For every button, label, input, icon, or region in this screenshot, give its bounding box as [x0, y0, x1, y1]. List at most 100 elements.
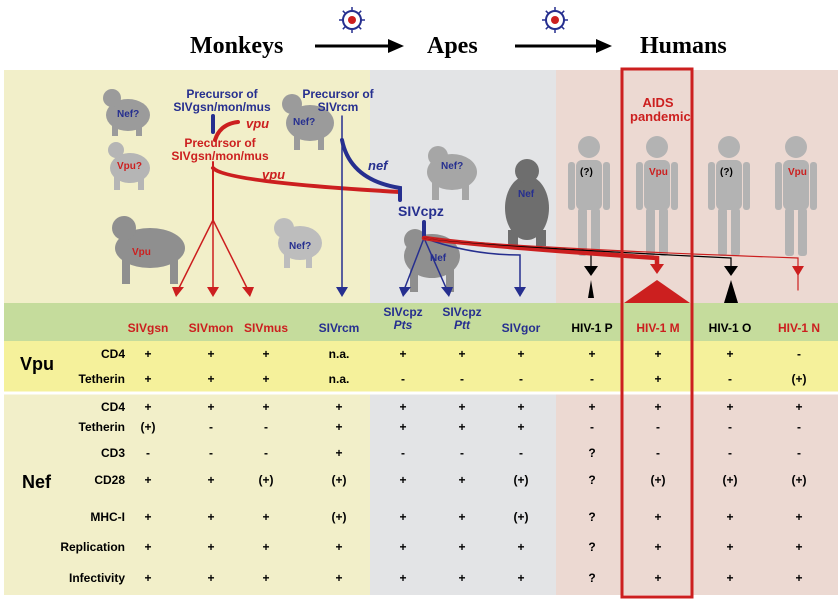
table-cell: -: [181, 421, 241, 433]
virus-icon: [339, 7, 365, 33]
table-cell: -: [432, 373, 492, 385]
monkey-vpu-label: Vpu?: [117, 162, 142, 172]
precursor-gsn-blue-label: Precursor of SIVgsn/mon/mus: [172, 88, 272, 113]
table-cell: -: [373, 447, 433, 459]
monkey-nef-label: Nef?: [289, 242, 311, 252]
table-cell: ?: [562, 541, 622, 553]
table-cell: +: [432, 511, 492, 523]
table-cell: -: [118, 447, 178, 459]
column-header-line1: SIVgsn: [128, 321, 169, 335]
table-cell: +: [181, 348, 241, 360]
table-cell: +: [628, 511, 688, 523]
table-cell: -: [236, 447, 296, 459]
table-cell: -: [628, 447, 688, 459]
table-cell: +: [373, 474, 433, 486]
table-cell: +: [491, 572, 551, 584]
chimp-nef-label: Nef: [430, 254, 446, 264]
table-cell: +: [432, 572, 492, 584]
column-header-line1: SIVgor: [502, 321, 541, 335]
table-cell: -: [700, 447, 760, 459]
table-cell: +: [432, 401, 492, 413]
table-cell: +: [769, 572, 829, 584]
table-cell: +: [562, 401, 622, 413]
header-humans: Humans: [640, 34, 727, 58]
table-cell: (+): [118, 421, 178, 433]
column-header-line1: SIVmus: [244, 321, 288, 335]
table-cell: +: [628, 572, 688, 584]
table-cell: +: [118, 541, 178, 553]
table-cell: +: [181, 541, 241, 553]
row-label: Tetherin: [5, 373, 125, 385]
table-cell: +: [309, 541, 369, 553]
table-cell: -: [181, 447, 241, 459]
table-cell: +: [373, 348, 433, 360]
table-cell: -: [562, 421, 622, 433]
aids-pandemic-label: AIDS pandemic: [630, 96, 686, 125]
human-label: (?): [720, 168, 733, 178]
monkey-nef-label: Nef?: [293, 118, 315, 128]
table-cell: +: [769, 401, 829, 413]
human-vpu-label: Vpu: [788, 168, 807, 178]
table-cell: +: [373, 421, 433, 433]
column-header: HIV-1 M: [618, 322, 698, 335]
table-cell: +: [309, 447, 369, 459]
table-cell: +: [628, 541, 688, 553]
table-cell: (+): [700, 474, 760, 486]
virus-icon: [542, 7, 568, 33]
human-label: (?): [580, 168, 593, 178]
table-cell: +: [628, 401, 688, 413]
table-cell: +: [118, 474, 178, 486]
table-cell: +: [432, 474, 492, 486]
table-cell: +: [491, 401, 551, 413]
table-cell: +: [181, 373, 241, 385]
table-cell: +: [309, 572, 369, 584]
table-cell: -: [700, 421, 760, 433]
nef-group-label: Nef: [22, 473, 51, 491]
column-header: HIV-1 N: [759, 322, 838, 335]
table-cell: (+): [491, 474, 551, 486]
precursor-gsn-red-label: Precursor of SIVgsn/mon/mus: [168, 137, 272, 162]
column-header-line1: HIV-1 M: [636, 321, 679, 335]
table-cell: (+): [491, 511, 551, 523]
table-cell: +: [628, 348, 688, 360]
table-cell: +: [181, 511, 241, 523]
table-cell: +: [700, 572, 760, 584]
table-cell: +: [309, 401, 369, 413]
table-cell: +: [432, 348, 492, 360]
table-cell: +: [236, 572, 296, 584]
table-cell: n.a.: [309, 373, 369, 385]
table-cell: ?: [562, 511, 622, 523]
human-vpu-label: Vpu: [649, 168, 668, 178]
table-cell: +: [373, 401, 433, 413]
table-cell: +: [236, 541, 296, 553]
row-label: CD3: [5, 447, 125, 459]
table-cell: +: [491, 348, 551, 360]
table-cell: +: [373, 572, 433, 584]
table-cell: +: [373, 541, 433, 553]
column-header-line1: SIVrcm: [319, 321, 360, 335]
table-cell: -: [491, 447, 551, 459]
row-label: CD4: [5, 401, 125, 413]
table-cell: -: [628, 421, 688, 433]
table-cell: +: [236, 401, 296, 413]
table-cell: ?: [562, 572, 622, 584]
table-cell: -: [432, 447, 492, 459]
table-cell: n.a.: [309, 348, 369, 360]
vpu-gene-label: vpu: [262, 168, 285, 181]
table-cell: -: [700, 373, 760, 385]
table-cell: +: [432, 421, 492, 433]
table-cell: +: [236, 511, 296, 523]
table-cell: -: [769, 421, 829, 433]
table-cell: -: [769, 447, 829, 459]
table-cell: +: [373, 511, 433, 523]
table-cell: -: [236, 421, 296, 433]
table-cell: +: [769, 511, 829, 523]
row-label: Infectivity: [5, 572, 125, 584]
table-cell: +: [562, 348, 622, 360]
table-cell: ?: [562, 474, 622, 486]
table-cell: (+): [236, 474, 296, 486]
table-cell: +: [236, 373, 296, 385]
table-cell: +: [118, 373, 178, 385]
table-cell: -: [769, 348, 829, 360]
